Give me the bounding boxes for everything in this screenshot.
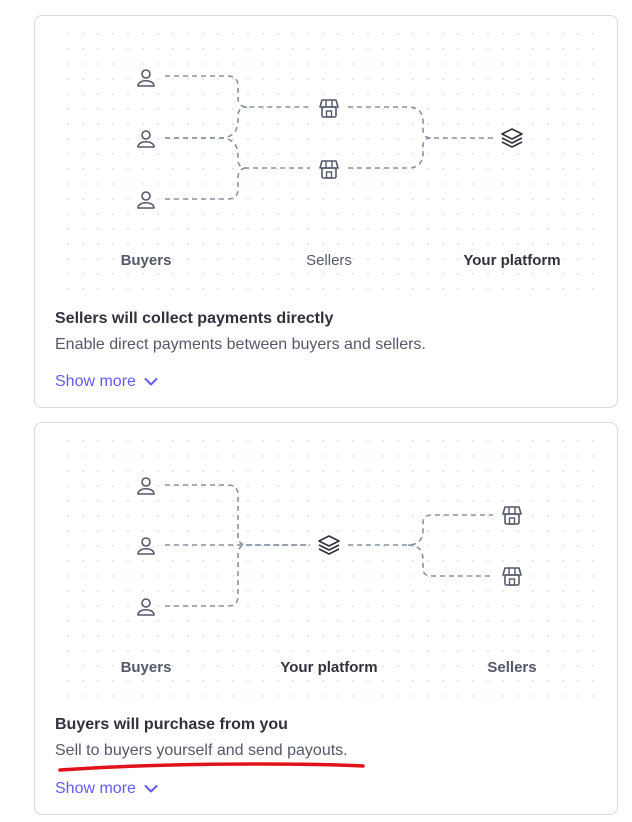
label-sellers: Sellers xyxy=(487,659,536,676)
card-title: Sellers will collect payments directly xyxy=(55,310,334,327)
card-description: Enable direct payments between buyers an… xyxy=(55,336,426,353)
show-more-link[interactable]: Show more xyxy=(55,373,158,391)
chevron-down-icon xyxy=(144,377,158,387)
label-sellers: Sellers xyxy=(306,252,352,269)
option-card-sellers-collect[interactable]: Buyers Sellers Your platform Sellers wil… xyxy=(34,15,618,408)
label-your-platform: Your platform xyxy=(463,252,560,269)
card-title: Buyers will purchase from you xyxy=(55,716,288,733)
show-more-link[interactable]: Show more xyxy=(55,780,158,798)
option-card-buyers-purchase[interactable]: Buyers Your platform Sellers Buyers will… xyxy=(34,422,618,815)
flow-diagram: Buyers Your platform Sellers xyxy=(55,437,600,699)
card-description: Sell to buyers yourself and send payouts… xyxy=(55,742,348,759)
show-more-label: Show more xyxy=(55,780,136,797)
label-buyers: Buyers xyxy=(121,659,172,676)
label-buyers: Buyers xyxy=(121,252,172,269)
label-your-platform: Your platform xyxy=(280,659,377,676)
show-more-label: Show more xyxy=(55,373,136,390)
flow-diagram: Buyers Sellers Your platform xyxy=(55,30,600,292)
chevron-down-icon xyxy=(144,784,158,794)
red-underline-annotation xyxy=(58,762,365,772)
